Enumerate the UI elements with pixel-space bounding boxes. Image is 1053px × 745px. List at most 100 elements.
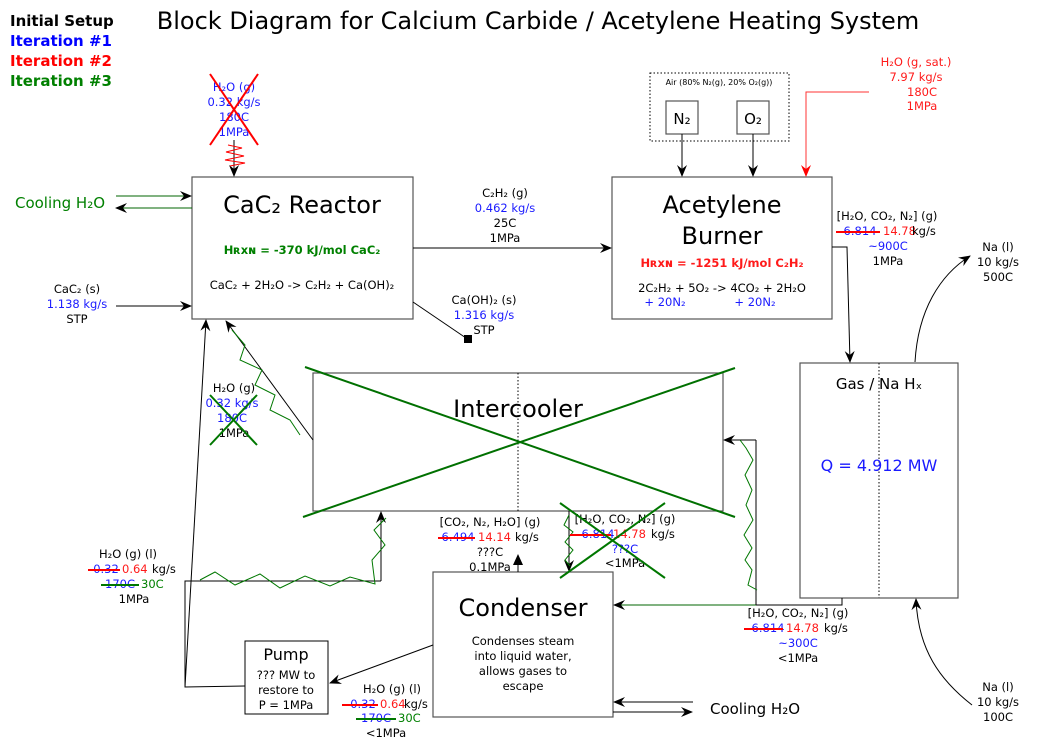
burner-equation: 2C₂H₂ + 5O₂ -> 4CO₂ + 2H₂O: [638, 281, 806, 295]
stream-steam-sat: H₂O (g, sat.) 7.97 kg/s 180C 1MPa: [801, 55, 952, 177]
stream-condenser-gas: [CO₂, N₂, H₂O] (g) 6.494 14.14 kg/s ???C…: [438, 515, 540, 574]
stream-label: 1MPa: [490, 231, 521, 245]
hx-heat-duty: Q = 4.912 MW: [821, 456, 938, 475]
stream-label: C₂H₂ (g): [482, 186, 528, 200]
stream-label: 25C: [494, 216, 517, 230]
o2-box: O₂: [744, 110, 762, 128]
stream-na-out: Na (l) 10 kg/s 500C: [914, 240, 1019, 363]
stream-label: 14.78: [786, 621, 819, 635]
condenser-title: Condenser: [459, 594, 588, 622]
air-supply: Air (80% N₂(g), 20% O₂(g)) N₂ O₂: [649, 72, 790, 177]
page-title: Block Diagram for Calcium Carbide / Acet…: [157, 7, 919, 35]
stream-hx-out: [H₂O, CO₂, N₂] (g) 6.814 14.78 kg/s ~300…: [613, 435, 849, 665]
stream-label: 1MPa: [873, 254, 904, 268]
stream-label: [H₂O, CO₂, N₂] (g): [748, 606, 849, 620]
stream-label: kg/s: [404, 697, 428, 711]
stream-label: H₂O (g, sat.): [881, 55, 952, 69]
stream-label: ???C: [477, 545, 503, 559]
stream-label: allows gases to: [479, 664, 567, 678]
reactor-equation: CaC₂ + 2H₂O -> C₂H₂ + Ca(OH)₂: [210, 278, 395, 292]
stream-label: P = 1MPa: [259, 698, 314, 712]
pump-title: Pump: [263, 645, 308, 664]
stream-label: restore to: [258, 683, 314, 697]
stream-label: 14.14: [478, 530, 511, 544]
reactor-hrxn: Hʀxɴ = -370 kJ/mol CaC₂: [224, 243, 381, 257]
stream-label: <1MPa: [778, 651, 818, 665]
legend: Initial Setup Iteration #1 Iteration #2 …: [10, 12, 114, 90]
stream-label: 0.64: [380, 697, 406, 711]
stream-label: kg/s: [912, 224, 936, 238]
stream-label: <1MPa: [605, 556, 645, 570]
stream-label: STP: [66, 312, 87, 326]
stream-label: 100C: [983, 710, 1013, 724]
gas-na-heat-exchanger: Gas / Na Hₓ Q = 4.912 MW: [799, 362, 959, 599]
hx-title: Gas / Na Hₓ: [836, 375, 922, 393]
stream-na-in: Na (l) 10 kg/s 100C: [911, 598, 1019, 724]
stream-h2o-mid-crossed: H₂O (g) 0.32 kg/s 180C 1MPa: [205, 320, 314, 446]
cac2-reactor-block: CaC₂ Reactor Hʀxɴ = -370 kJ/mol CaC₂ CaC…: [191, 176, 414, 320]
legend-initial: Initial Setup: [10, 12, 114, 30]
stream-label: 180C: [219, 110, 249, 124]
stream-label: into liquid water,: [474, 649, 571, 663]
legend-iteration-1: Iteration #1: [10, 32, 112, 50]
stream-label: <1MPa: [366, 726, 406, 740]
stream-label: 7.97 kg/s: [889, 70, 942, 84]
stream-c2h2: C₂H₂ (g) 0.462 kg/s 25C 1MPa: [413, 186, 612, 253]
stream-label: 0.32 kg/s: [207, 95, 260, 109]
burner-n2-left: + 20N₂: [644, 295, 685, 309]
stream-label: Na (l): [982, 240, 1013, 254]
burner-title-2: Burner: [682, 222, 763, 250]
intercooler-title: Intercooler: [453, 395, 583, 423]
stream-label: [H₂O, CO₂, N₂] (g): [575, 512, 676, 526]
stream-burner-out: [H₂O, CO₂, N₂] (g) 6.814 14.78 kg/s ~900…: [832, 209, 938, 363]
stream-label: H₂O (g) (l): [363, 682, 421, 696]
stream-label: Condenses steam: [472, 634, 575, 648]
stream-cac2-in: CaC₂ (s) 1.138 kg/s STP: [47, 282, 192, 326]
stream-label: 1MPa: [119, 592, 150, 606]
stream-label: 30C: [141, 577, 164, 591]
stream-label: 14.78: [883, 224, 916, 238]
stream-label: 500C: [983, 270, 1013, 284]
reactor-title: CaC₂ Reactor: [223, 191, 381, 219]
stream-pump-out: H₂O (g) (l) 0.32 0.64 kg/s 170C 30C 1MPa: [88, 319, 387, 688]
stream-condenser-liquid: H₂O (g) (l) 0.32 0.64 kg/s 170C 30C <1MP…: [329, 644, 434, 740]
stream-label: ~900C: [868, 239, 908, 253]
stream-label: escape: [503, 679, 544, 693]
stream-label: Ca(OH)₂ (s): [452, 293, 517, 307]
stream-label: H₂O (g): [213, 80, 255, 94]
stream-label: 30C: [398, 711, 421, 725]
pump-block: Pump ??? MW to restore to P = 1MPa: [244, 640, 329, 715]
stream-label: 1.316 kg/s: [454, 308, 514, 322]
stream-label: 10 kg/s: [977, 255, 1019, 269]
stream-label: [CO₂, N₂, H₂O] (g): [440, 515, 541, 529]
cooling-h2o-right: Cooling H₂O: [710, 700, 800, 718]
stream-label: 180C: [907, 85, 937, 99]
cooling-h2o-left: Cooling H₂O: [15, 194, 105, 212]
stream-h2o-top-crossed: H₂O (g) 0.32 kg/s 180C 1MPa: [207, 73, 261, 177]
stream-label: ~300C: [778, 636, 818, 650]
legend-iteration-2: Iteration #2: [10, 52, 112, 70]
stream-label: [H₂O, CO₂, N₂] (g): [837, 209, 938, 223]
stream-cooling-condenser: Cooling H₂O: [613, 697, 800, 718]
stream-label: 14.78: [613, 527, 646, 541]
intercooler-block: Intercooler: [302, 366, 736, 518]
stream-label: 1MPa: [907, 99, 938, 113]
stream-label: 0.462 kg/s: [475, 201, 535, 215]
stream-label: Na (l): [982, 680, 1013, 694]
stream-intercooler-out-crossed: [H₂O, CO₂, N₂] (g) 6.814 14.78 kg/s ???C…: [559, 502, 676, 579]
stream-label: 0.1MPa: [469, 560, 511, 574]
condenser-block: Condenser Condenses steam into liquid wa…: [432, 571, 614, 718]
stream-caoh2: Ca(OH)₂ (s) 1.316 kg/s STP: [412, 293, 517, 343]
stream-label: kg/s: [651, 527, 675, 541]
stream-label: kg/s: [515, 530, 539, 544]
stream-cooling-reactor: Cooling H₂O: [15, 191, 192, 213]
burner-n2-right: + 20N₂: [734, 295, 775, 309]
air-label: Air (80% N₂(g), 20% O₂(g)): [666, 78, 773, 87]
stream-label: 1.138 kg/s: [47, 297, 107, 311]
legend-iteration-3: Iteration #3: [10, 72, 112, 90]
n2-box: N₂: [673, 110, 690, 128]
stream-label: H₂O (g) (l): [99, 547, 157, 561]
stream-label: 10 kg/s: [977, 695, 1019, 709]
